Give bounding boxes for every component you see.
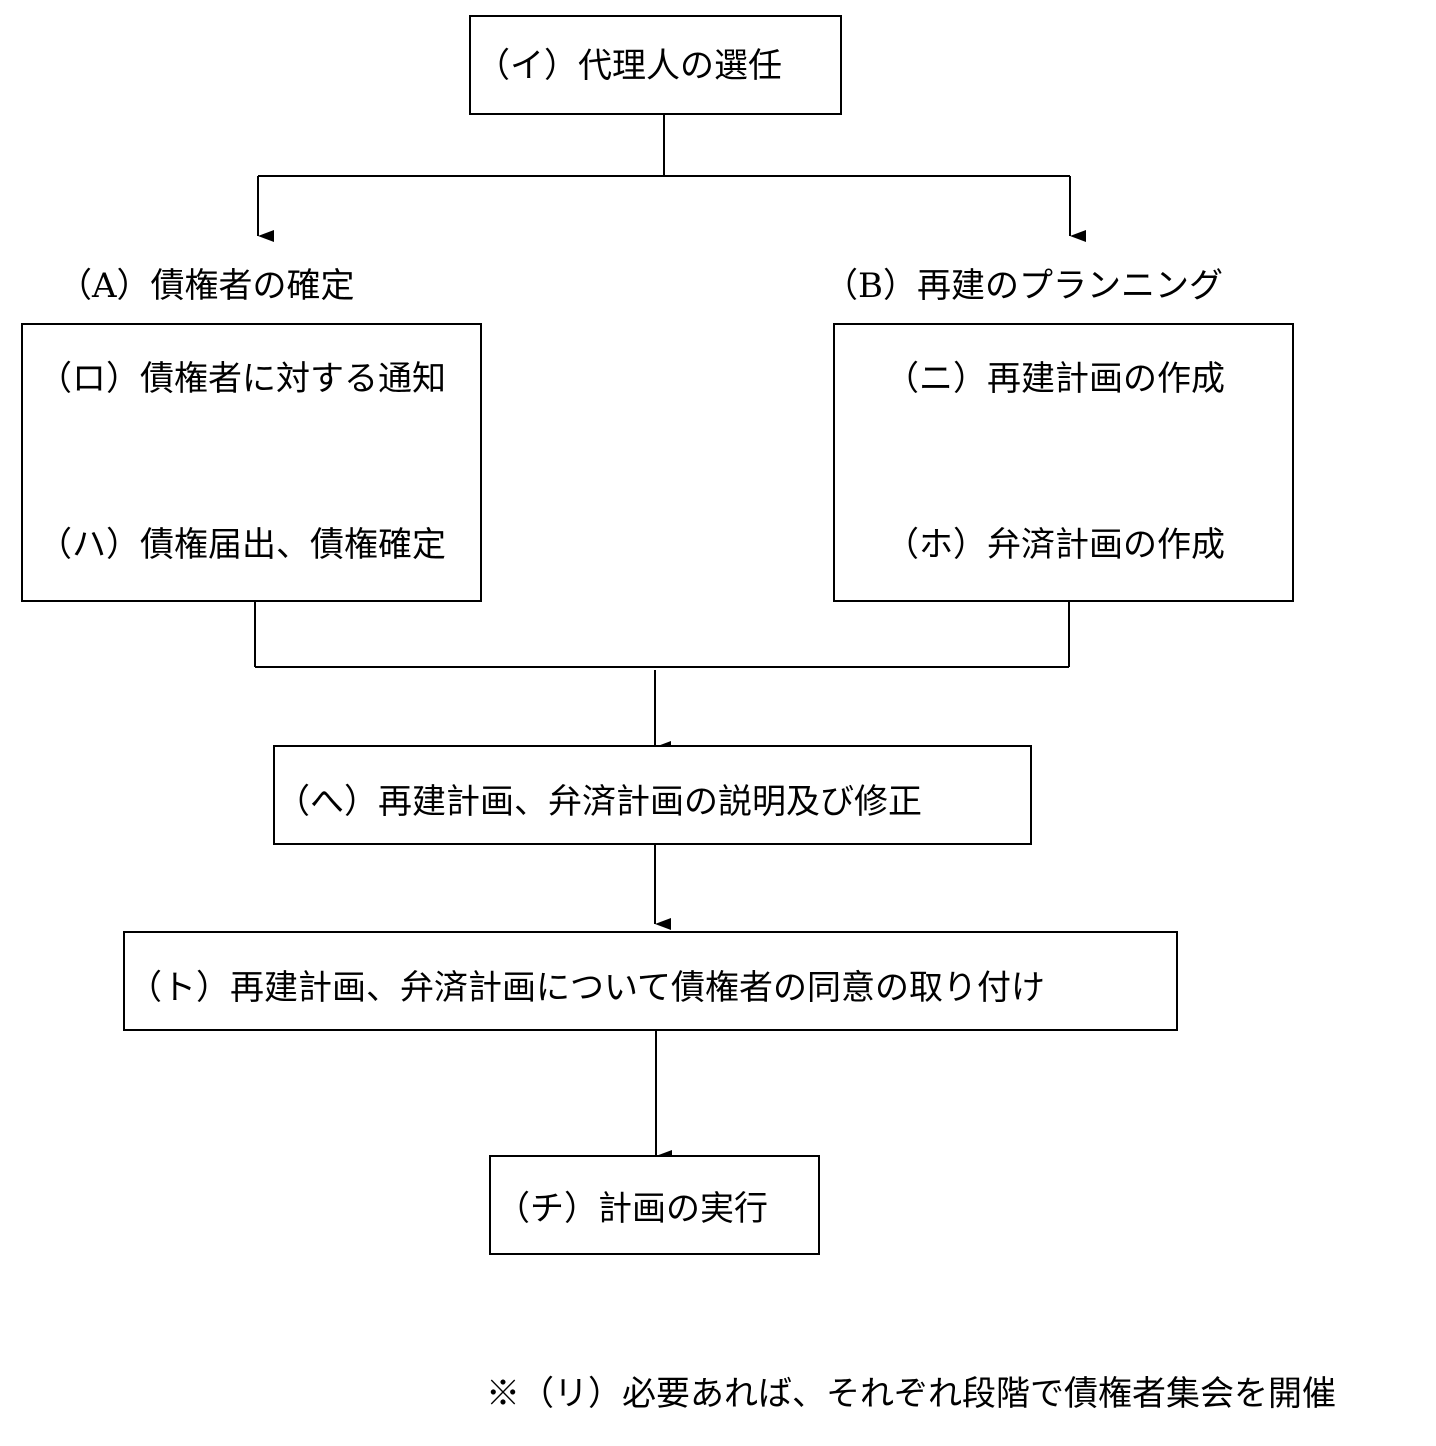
step-box-i [469,15,842,115]
step-ni-label: （ニ）再建計画の作成 [885,359,1225,399]
step-chi-label: （チ）計画の実行 [496,1189,768,1229]
step-ho-label: （ホ）弁済計画の作成 [885,525,1225,565]
group-a-box [21,323,482,602]
group-b-box [833,323,1294,602]
step-box-chi [489,1155,820,1255]
step-ha-label: （ハ）債権届出、債権確定 [38,525,446,565]
footnote: ※（リ）必要あれば、それぞれ段階で債権者集会を開催 [486,1374,1336,1414]
group-a-heading: （A）債権者の確定 [58,266,355,306]
group-b-heading: （B）再建のプランニング [824,266,1223,306]
step-he-label: （へ）再建計画、弁済計画の説明及び修正 [276,782,922,822]
step-box-he [273,745,1032,845]
step-box-to [123,931,1178,1031]
step-to-label: （ト）再建計画、弁済計画について債権者の同意の取り付け [128,968,1045,1008]
step-ro-label: （ロ）債権者に対する通知 [38,359,446,399]
step-i-label: （イ）代理人の選任 [476,46,782,86]
